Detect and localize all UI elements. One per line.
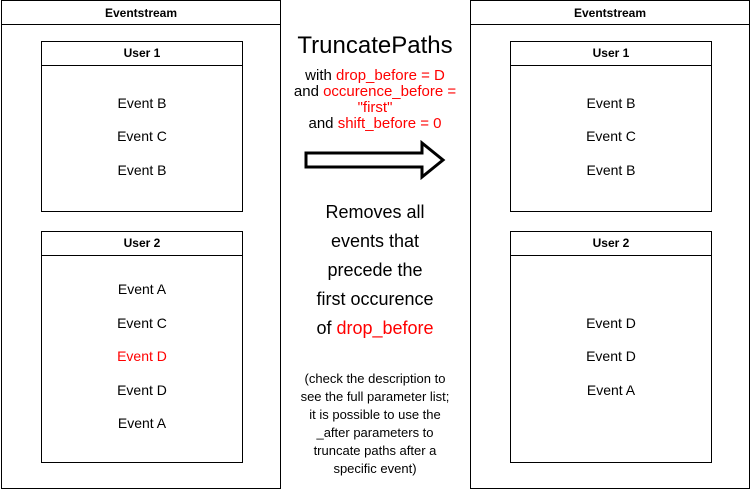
eventstream-title: Eventstream (2, 1, 280, 25)
user-title: User 1 (42, 42, 242, 66)
param-drop-before: drop_before = D (336, 67, 445, 84)
user-title: User 1 (511, 42, 711, 66)
note-text: (check the description to see the full p… (290, 370, 460, 478)
event-item: Event D (117, 382, 167, 398)
user-title: User 2 (42, 232, 242, 256)
note-line: it is possible to use the (309, 407, 441, 422)
param-line: with drop_before = D (280, 68, 470, 84)
user-title: User 2 (511, 232, 711, 256)
note-line: truncate paths after a (313, 443, 437, 458)
event-item: Event D (586, 315, 636, 331)
user-1-box: User 1 Event B Event C Event B (510, 41, 712, 212)
left-eventstream: Eventstream User 1 Event B Event C Event… (1, 0, 281, 489)
event-item: Event B (117, 95, 167, 111)
description-prefix: of (316, 318, 332, 338)
param-occurence-value: "first" (357, 99, 393, 116)
event-item: Event B (586, 95, 636, 111)
right-arrow-icon (304, 140, 446, 180)
param-occurence-before: occurence_before = (323, 83, 457, 100)
note-line: specific event) (333, 461, 417, 476)
param-line: and shift_before = 0 (280, 116, 470, 132)
event-item: Event D (586, 348, 636, 364)
description-line: Removes all (325, 202, 425, 222)
note-line: see the full parameter list; (300, 389, 450, 404)
param-line: and occurence_before = (280, 84, 470, 100)
event-item-highlighted: Event D (117, 348, 167, 364)
description-line: first occurence (316, 289, 434, 309)
event-item: Event A (586, 382, 636, 398)
event-item: Event B (117, 162, 167, 178)
user-2-box: User 2 Event D Event D Event A (510, 231, 712, 463)
event-item: Event A (117, 415, 167, 431)
eventstream-title: Eventstream (471, 1, 749, 25)
note-line: _after parameters to (316, 425, 434, 440)
right-eventstream: Eventstream User 1 Event B Event C Event… (470, 0, 750, 489)
event-item: Event C (117, 128, 167, 144)
operation-title: TruncatePaths (297, 32, 453, 59)
description-line: of drop_before (300, 314, 450, 343)
param-keyword: and (293, 83, 319, 100)
user-2-box: User 2 Event A Event C Event D Event D E… (41, 231, 243, 463)
event-item: Event C (117, 315, 167, 331)
description-text: Removes all events that precede the firs… (300, 198, 450, 343)
param-keyword: with (305, 67, 332, 84)
param-shift-before: shift_before = 0 (337, 115, 442, 132)
description-line: events that (330, 231, 420, 251)
param-keyword: and (308, 115, 334, 132)
event-item: Event C (586, 128, 636, 144)
description-line: precede the (327, 260, 423, 280)
user-1-box: User 1 Event B Event C Event B (41, 41, 243, 212)
note-line: (check the description to (304, 371, 446, 386)
event-item: Event A (117, 281, 167, 297)
parameters-text: with drop_before = D and occurence_befor… (280, 68, 470, 132)
event-item: Event B (586, 162, 636, 178)
description-highlight: drop_before (336, 318, 434, 338)
